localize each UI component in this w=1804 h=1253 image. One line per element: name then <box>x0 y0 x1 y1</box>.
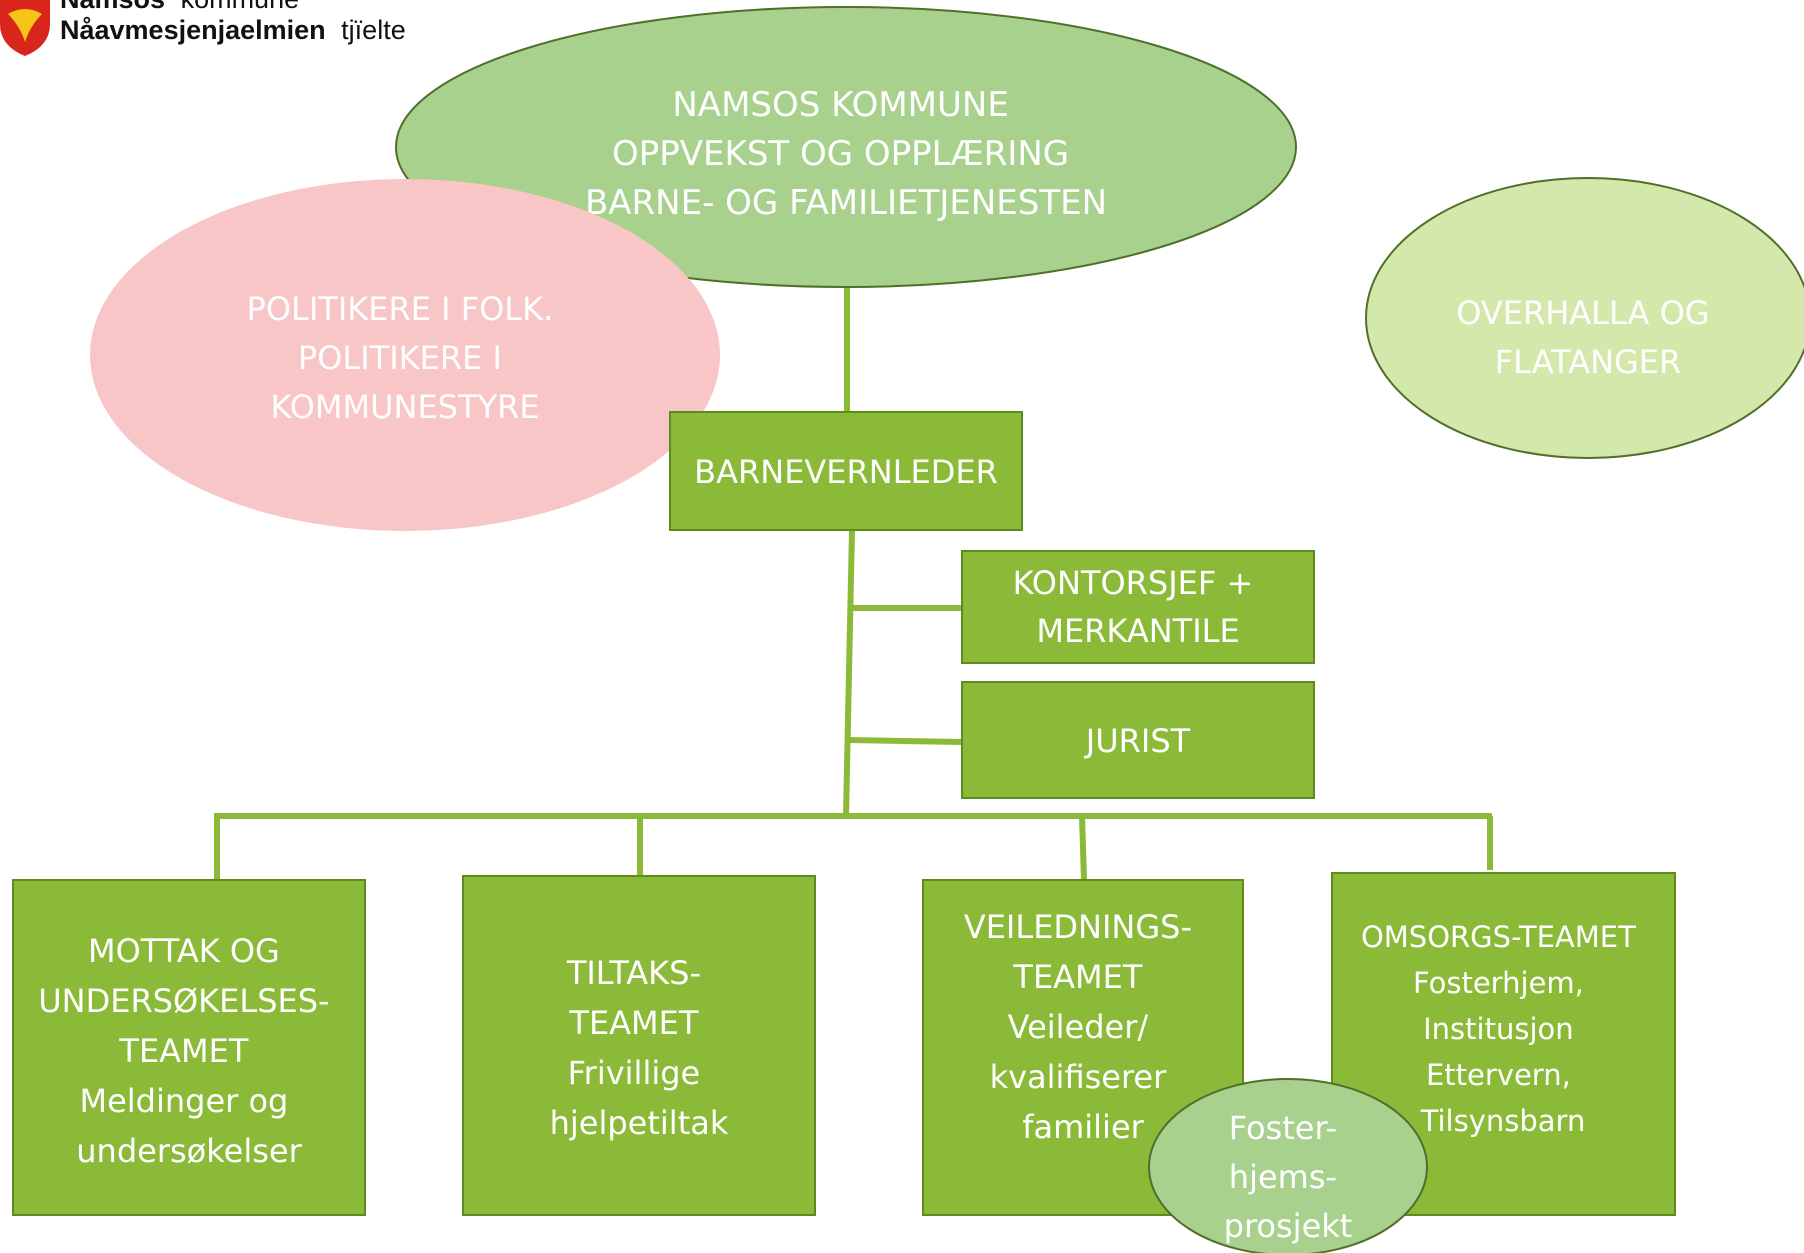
connector-to-jurist <box>847 737 963 745</box>
svg-text:POLITIKERE I FOLK. POLIT: POLITIKERE I FOLK. POLITIKERE I KOMMUNES… <box>247 290 564 426</box>
top-line-2: OPPVEKST OG OPPLÆRING <box>612 134 1069 174</box>
veiledning-line-5: familier <box>1022 1108 1144 1146</box>
svg-text:OVERHALLA OG FLATANGER: OVERHALLA OG FLATANGER <box>1456 294 1720 381</box>
omsorg-line-3: Institusjon <box>1423 1012 1574 1046</box>
overhalla-line-2: FLATANGER <box>1495 343 1682 381</box>
svg-text:KONTORSJEF + MERKANTILE: KONTORSJEF + MERKANTILE <box>1013 564 1264 650</box>
logo-line2-rest: tjïelte <box>341 15 406 45</box>
politikere-line-3: KOMMUNESTYRE <box>270 388 539 426</box>
logo-line1-rest: kommune <box>181 0 300 14</box>
jurist-line-1: JURIST <box>1084 722 1191 760</box>
omsorg-line-4: Ettervern, <box>1426 1058 1571 1092</box>
node-top: NAMSOS KOMMUNE OPPVEKST OG OPPLÆRING BAR… <box>395 6 1297 288</box>
mottak-line-5: undersøkelser <box>76 1132 302 1170</box>
mottak-line-4: Meldinger og <box>79 1082 288 1120</box>
kontorsjef-line-1: KONTORSJEF + <box>1013 564 1254 602</box>
omsorg-line-1: OMSORGS-TEAMET <box>1361 920 1636 954</box>
node-mottak: MOTTAK OG UNDERSØKELSES- TEAMET Meldinge… <box>12 879 366 1216</box>
veiledning-line-1: VEILEDNINGS- <box>964 908 1192 946</box>
node-kontorsjef: KONTORSJEF + MERKANTILE <box>961 550 1315 664</box>
svg-text:MOTTAK OG UNDERSØKELSES-: MOTTAK OG UNDERSØKELSES- TEAMET Meldinge… <box>38 932 340 1170</box>
overhalla-line-1: OVERHALLA OG <box>1456 294 1709 332</box>
mottak-line-3: TEAMET <box>118 1032 248 1070</box>
namsos-logo: Namsos kommune Nåavmesjenjaelmien tjïelt… <box>0 0 406 56</box>
omsorg-line-5: Tilsynsbarn <box>1420 1104 1586 1138</box>
svg-text:VEILEDNINGS- TEAMET: VEILEDNINGS- TEAMET Veileder/ kvalifiser… <box>964 908 1202 1146</box>
logo-line2-bold: Nåavmesjenjaelmien <box>60 15 326 45</box>
svg-text:NAMSOS KOMMUNE OPPVEKST: NAMSOS KOMMUNE OPPVEKST OG OPPLÆRING BAR… <box>585 85 1107 223</box>
svg-text:TILTAKS- TEAMET Fr: TILTAKS- TEAMET Frivillige hjelpetiltak <box>550 954 729 1142</box>
svg-text:Nåavmesjenjaelmien tjïel: Nåavmesjenjaelmien tjïelte <box>60 15 406 45</box>
node-jurist: JURIST <box>961 681 1315 799</box>
node-barnevernleder: BARNEVERNLEDER <box>669 411 1023 531</box>
veiledning-line-2: TEAMET <box>1012 958 1142 996</box>
top-line-3: BARNE- OG FAMILIETJENESTEN <box>585 183 1107 223</box>
node-tiltak: TILTAKS- TEAMET Frivillige hjelpetiltak <box>462 875 816 1216</box>
kontorsjef-line-2: MERKANTILE <box>1036 612 1239 650</box>
veiledning-line-3: Veileder/ <box>1008 1008 1149 1046</box>
svg-text:BARNEVERNLEDER: BARNEVERNLEDER <box>694 453 998 491</box>
politikere-line-2: POLITIKERE I <box>298 339 502 377</box>
omsorg-line-2: Fosterhjem, <box>1413 966 1584 1000</box>
connectors <box>214 288 1493 881</box>
connector-leader-to-bus <box>843 529 855 816</box>
mottak-line-2: UNDERSØKELSES- <box>38 982 329 1020</box>
node-politikere: POLITIKERE I FOLK. POLITIKERE I KOMMUNES… <box>90 179 720 531</box>
foster-line-1: Foster- <box>1229 1109 1337 1147</box>
svg-text:Foster- hjems- pro: Foster- hjems- prosjekt <box>1224 1109 1353 1245</box>
tiltak-line-3: Frivillige <box>568 1054 701 1092</box>
tiltak-line-1: TILTAKS- <box>566 954 701 992</box>
mottak-line-1: MOTTAK OG <box>88 932 280 970</box>
veiledning-line-4: kvalifiserer <box>990 1058 1168 1096</box>
svg-text:JURIST: JURIST <box>1084 722 1191 760</box>
connector-to-veiledning <box>1079 815 1087 881</box>
coat-of-arms-detail-icon <box>8 9 42 42</box>
node-overhalla: OVERHALLA OG FLATANGER <box>1365 177 1804 459</box>
svg-text:Namsos kommune: Namsos kommune <box>60 0 299 14</box>
tiltak-line-4: hjelpetiltak <box>550 1104 729 1142</box>
logo-line1-bold: Namsos <box>60 0 165 14</box>
politikere-line-1: POLITIKERE I FOLK. <box>247 290 554 328</box>
top-line-1: NAMSOS KOMMUNE <box>672 85 1008 125</box>
foster-line-2: hjems- <box>1229 1158 1337 1196</box>
tiltak-line-2: TEAMET <box>568 1004 698 1042</box>
svg-text:OMSORGS-TEAMET Fosterhje: OMSORGS-TEAMET Fosterhjem, Institusjon E… <box>1361 920 1645 1138</box>
node-foster: Foster- hjems- prosjekt <box>1148 1078 1428 1253</box>
leder-line-1: BARNEVERNLEDER <box>694 453 998 491</box>
foster-line-3: prosjekt <box>1224 1207 1353 1245</box>
